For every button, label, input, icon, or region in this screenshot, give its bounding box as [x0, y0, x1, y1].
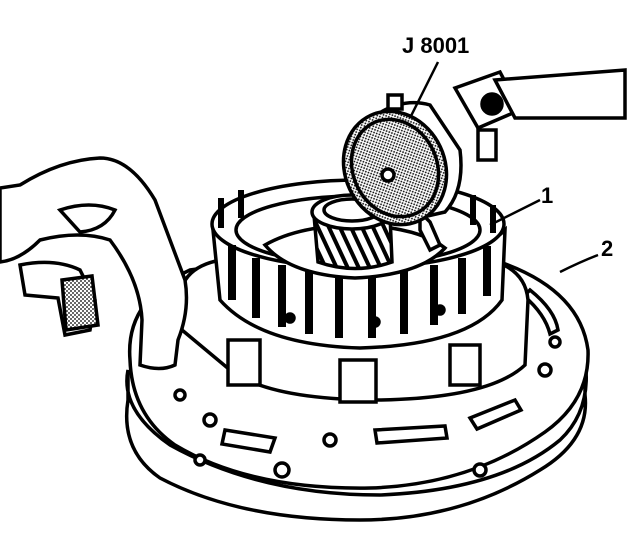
input-shaft-gear — [262, 193, 448, 280]
callout-item-2: 2 — [601, 236, 613, 261]
callout-j8001: J 8001 — [402, 33, 469, 58]
hand-with-air-nozzle — [0, 156, 189, 371]
callout-item-1: 1 — [541, 183, 553, 208]
leader-lines — [408, 61, 599, 274]
dial-indicator-tool — [341, 68, 627, 253]
